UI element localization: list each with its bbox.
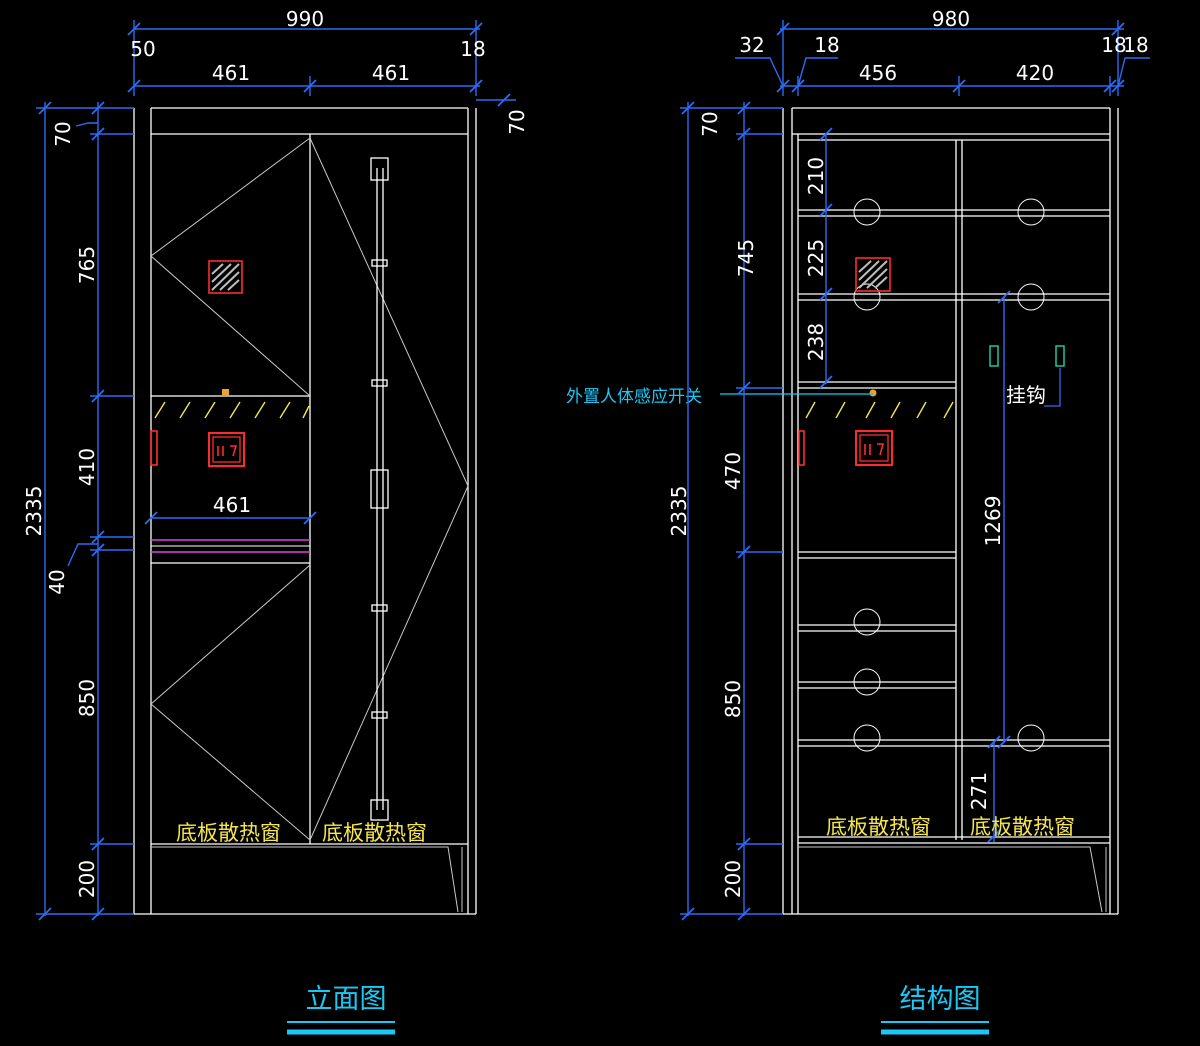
struct-col-left-dim: 456 xyxy=(859,61,897,85)
inner-dim-2: 225 xyxy=(804,239,828,277)
structure-view: 挂钩 外置人体感应开关 980 32 18 18 18 456 420 2335 xyxy=(566,7,1150,1035)
structure-title: 结构图 xyxy=(900,984,981,1015)
elev-right-dim: 70 xyxy=(505,109,529,134)
elev-total-height: 2335 xyxy=(22,486,46,537)
struct-vent-label-left: 底板散热窗 xyxy=(826,815,931,839)
sensor-label: 外置人体感应开关 xyxy=(566,387,702,407)
struct-total-height: 2335 xyxy=(667,486,691,537)
elev-upper-dim: 765 xyxy=(75,246,99,284)
elevation-view: 990 50 18 461 461 2335 70 765 410 40 850… xyxy=(22,7,529,1035)
elev-lower-dim: 850 xyxy=(75,679,99,717)
struct-right-b-dim: 18 xyxy=(1123,33,1148,57)
struct-vent-label-right: 底板散热窗 xyxy=(970,815,1075,839)
elev-gap-dim: 40 xyxy=(45,569,69,594)
elevation-title: 立面图 xyxy=(306,984,387,1015)
bottom-gap-dim: 271 xyxy=(967,772,991,810)
elev-shelf-dim: 461 xyxy=(213,493,251,517)
elev-vent-label-right: 底板散热窗 xyxy=(322,821,427,845)
inner-dim-3: 238 xyxy=(804,323,828,361)
struct-col-right-dim: 420 xyxy=(1016,61,1054,85)
elev-col-right-dim: 461 xyxy=(372,61,410,85)
inner-dim-1: 210 xyxy=(804,157,828,195)
elev-vent-label-left: 底板散热窗 xyxy=(176,821,281,845)
struct-left-b-dim: 18 xyxy=(814,33,839,57)
elev-right-edge-dim: 18 xyxy=(460,37,485,61)
struct-base-dim: 200 xyxy=(721,860,745,898)
struct-top-dim: 70 xyxy=(698,111,722,136)
hook-label: 挂钩 xyxy=(1006,383,1046,407)
struct-left-a-dim: 32 xyxy=(739,33,764,57)
elev-left-edge-dim: 50 xyxy=(130,37,155,61)
elev-col-left-dim: 461 xyxy=(212,61,250,85)
struct-lower-dim: 850 xyxy=(721,680,745,718)
struct-vent-device-box xyxy=(855,257,891,292)
elev-base-dim: 200 xyxy=(75,860,99,898)
vent-device-box xyxy=(208,260,243,294)
elev-total-width: 990 xyxy=(286,7,324,31)
hanging-height-dim: 1269 xyxy=(981,496,1005,547)
struct-total-width: 980 xyxy=(932,7,970,31)
struct-middle-dim: 470 xyxy=(721,452,745,490)
elev-top-dim: 70 xyxy=(51,121,75,146)
struct-right-a-dim: 18 xyxy=(1101,33,1126,57)
struct-upper-dim: 745 xyxy=(734,239,758,277)
elev-middle-dim: 410 xyxy=(75,448,99,486)
